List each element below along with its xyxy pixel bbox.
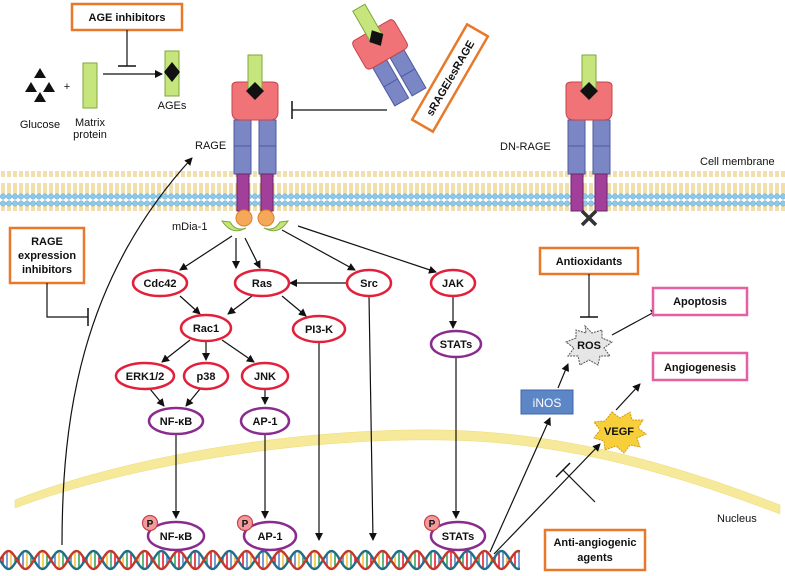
rage-receptor <box>220 54 290 232</box>
dn-rage-receptor <box>565 54 613 212</box>
anti-angio-text-1: Anti-angiogenic <box>553 537 636 549</box>
node-jak[interactable]: JAK <box>429 268 477 298</box>
node-pi3k[interactable]: PI3-K <box>291 314 347 344</box>
ros-text: ROS <box>577 340 601 352</box>
ages-label: AGEs <box>158 100 187 112</box>
node-stats-phospho[interactable]: STATs <box>429 520 487 552</box>
node-cdc42[interactable]: Cdc42 <box>131 268 189 298</box>
rage-expr-text-2: expression <box>18 250 76 262</box>
p38-text: p38 <box>197 371 216 383</box>
matrix-label-1: Matrix <box>75 117 105 129</box>
ras-text: Ras <box>252 278 272 290</box>
dna-strand <box>0 549 521 571</box>
cell-membrane-label: Cell membrane <box>700 156 775 168</box>
stats-p-text: STATs <box>442 531 474 543</box>
phosphate-icon: P <box>236 514 254 532</box>
node-nfkb[interactable]: NF-κB <box>147 406 205 436</box>
node-ap1[interactable]: AP-1 <box>239 406 291 436</box>
nuclear-envelope <box>14 429 781 515</box>
svg-text:P: P <box>242 519 249 530</box>
phosphate-icon: P <box>423 514 441 532</box>
nucleus-label: Nucleus <box>717 513 757 525</box>
apoptosis-box[interactable] <box>651 286 749 317</box>
age-inhibitors-text: AGE inhibitors <box>89 12 166 24</box>
mdia-label: mDia-1 <box>172 221 207 233</box>
node-src[interactable]: Src <box>345 268 393 298</box>
srage-box[interactable]: sRAGE/esRAGE <box>410 22 490 134</box>
rage-expression-inhibitors-box[interactable] <box>8 226 86 285</box>
block-x-icon <box>580 209 598 227</box>
glucose-label: Glucose <box>20 119 60 131</box>
rac1-text: Rac1 <box>193 323 219 335</box>
anti-angiogenic-box[interactable] <box>543 528 647 572</box>
angiogenesis-text: Angiogenesis <box>664 362 736 374</box>
erk-text: ERK1/2 <box>126 371 165 383</box>
stats-text: STATs <box>440 339 472 351</box>
jnk-text: JNK <box>254 371 276 383</box>
svg-text:P: P <box>429 519 436 530</box>
node-nfkb-phospho[interactable]: NF-κB <box>146 520 206 552</box>
glucose-triangles-icon <box>25 68 55 102</box>
src-text: Src <box>360 278 378 290</box>
ages-molecule <box>164 50 180 97</box>
nfkb-p-text: NF-κB <box>160 531 192 543</box>
node-p38[interactable]: p38 <box>182 361 230 391</box>
dna-helix-icon <box>0 549 521 571</box>
jak-text: JAK <box>442 278 464 290</box>
rage-expr-text-3: inhibitors <box>22 264 72 276</box>
node-erk[interactable]: ERK1/2 <box>114 361 176 391</box>
srage-molecule <box>352 3 427 107</box>
node-ap1-phospho[interactable]: AP-1 <box>242 520 298 552</box>
matrix-label-2: protein <box>73 129 107 141</box>
ap1-text: AP-1 <box>252 416 277 428</box>
node-stats[interactable]: STATs <box>429 329 483 359</box>
cell-membrane <box>0 171 785 211</box>
ap1-p-text: AP-1 <box>257 531 282 543</box>
pi3k-text: PI3-K <box>305 324 333 336</box>
svg-text:P: P <box>147 519 154 530</box>
plus-sign: + <box>64 81 70 93</box>
nfkb-text: NF-κB <box>160 416 192 428</box>
node-jnk[interactable]: JNK <box>240 361 290 391</box>
vegf-text: VEGF <box>604 426 634 438</box>
rage-expr-text-1: RAGE <box>31 236 63 248</box>
cdc42-text: Cdc42 <box>143 278 176 290</box>
dn-rage-label: DN-RAGE <box>500 141 551 153</box>
phosphate-icon: P <box>141 514 159 532</box>
inos-text: iNOS <box>533 396 562 410</box>
node-ras[interactable]: Ras <box>233 268 291 298</box>
dna-strand <box>0 549 521 571</box>
antioxidants-text: Antioxidants <box>556 256 623 268</box>
angiogenesis-box[interactable] <box>651 351 749 382</box>
ros-burst <box>564 324 614 366</box>
rage-label: RAGE <box>195 140 226 152</box>
anti-angio-text-2: agents <box>577 552 612 564</box>
node-rac1[interactable]: Rac1 <box>179 313 233 343</box>
apoptosis-text: Apoptosis <box>673 296 727 308</box>
inos-box <box>520 389 574 415</box>
matrix-protein-bar <box>82 62 98 109</box>
vegf-burst <box>593 411 647 454</box>
